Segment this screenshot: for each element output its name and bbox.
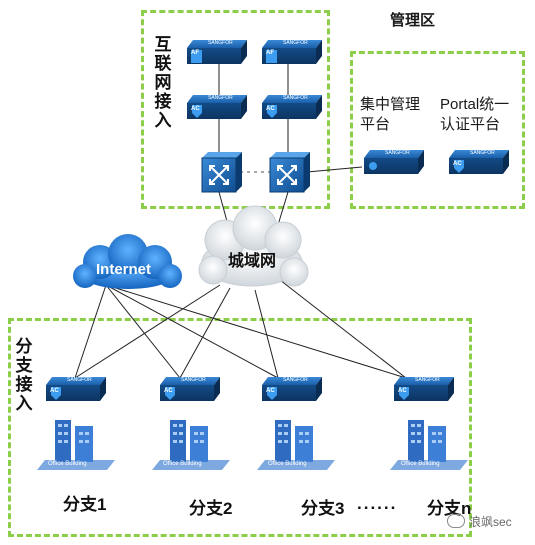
brand-b3: SANGFOR [283,377,308,383]
branch-ellipsis: ...... [357,494,398,513]
core-switch-1 [201,152,242,193]
internet-access-zone [141,10,330,209]
building-caption-1: Office Building [48,461,87,467]
branch-ac-2 [160,377,220,401]
core-switch-2 [269,152,310,193]
ac-badge-bn: AC [398,388,407,394]
ac-badge-b3: AC [266,388,275,394]
branch-3-label: 分支3 [301,499,345,518]
brand-b1: SANGFOR [67,377,92,383]
office-building-2 [152,420,230,470]
branch-ac-n [394,377,454,401]
af-badge-1: AF [191,50,199,56]
af-firewall-1 [187,40,247,64]
branch-n-label: 分支n [427,499,472,518]
branch-access-zone [8,318,472,537]
metro-cloud-label: 城域网 [228,253,277,270]
ac-badge-b2: AC [164,388,173,394]
brand-ac-i2: SANGFOR [283,95,308,101]
branch-2-label: 分支2 [189,499,233,518]
branch-ac-1 [46,377,106,401]
management-zone-title: 管理区 [390,12,436,29]
brand-af-2: SANGFOR [283,40,308,46]
af-badge-2: AF [266,50,274,56]
internet-access-label: 互联网接入 [154,35,172,130]
office-building-3 [257,420,335,470]
branch-1-label: 分支1 [63,495,107,514]
internet-cloud-label: Internet [96,261,152,278]
central-mgmt-label: 集中管理平台 [360,96,421,133]
office-building-n [390,420,468,470]
brand-mgmt: SANGFOR [385,150,410,156]
ac-gateway-internet-1 [187,95,247,119]
management-zone [350,51,525,209]
building-caption-3: Office Building [268,461,307,467]
branch-access-label: 分支接入 [15,337,33,413]
portal-auth-device [449,150,509,174]
building-caption-2: Office Building [163,461,202,467]
brand-af-1: SANGFOR [208,40,233,46]
brand-portal: SANGFOR [470,150,495,156]
af-firewall-2 [262,40,322,64]
watermark-text: 浪飒sec [469,515,512,529]
ac-badge-i1: AC [191,106,200,112]
building-caption-n: Office Building [401,461,440,467]
ac-badge-portal: AC [453,161,462,167]
portal-auth-label: Portal统一认证平台 [440,96,510,133]
branch-ac-3 [262,377,322,401]
central-mgmt-device [364,150,424,174]
brand-ac-i1: SANGFOR [208,95,233,101]
wechat-icon [447,514,465,528]
ac-badge-b1: AC [50,388,59,394]
brand-b2: SANGFOR [181,377,206,383]
office-building-1 [37,420,115,470]
ac-badge-i2: AC [266,106,275,112]
ac-gateway-internet-2 [262,95,322,119]
brand-bn: SANGFOR [415,377,440,383]
